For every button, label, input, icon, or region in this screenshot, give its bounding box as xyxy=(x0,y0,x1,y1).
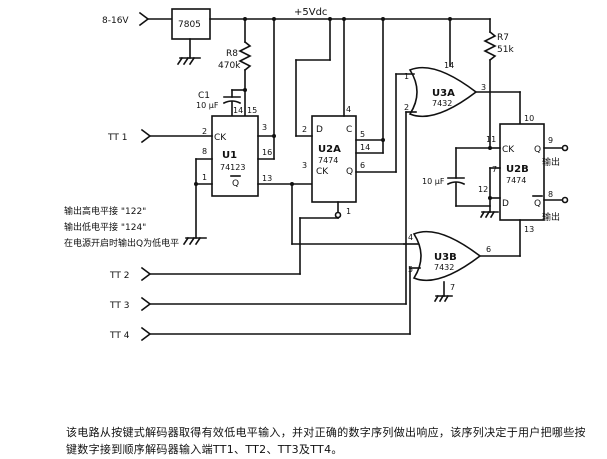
svg-text:6: 6 xyxy=(360,161,365,170)
svg-text:5: 5 xyxy=(360,130,365,139)
svg-text:14: 14 xyxy=(360,143,370,152)
u3b-part: 7432 xyxy=(434,263,454,272)
svg-text:13: 13 xyxy=(262,174,272,183)
tt3-label: TT 3 xyxy=(109,301,129,311)
svg-text:8: 8 xyxy=(202,147,207,156)
svg-text:2: 2 xyxy=(404,103,409,112)
u1-name: U1 xyxy=(222,150,237,161)
u2b-name: U2B xyxy=(506,164,529,175)
input-tt2: TT 2 xyxy=(109,217,339,282)
r8-value: 470k xyxy=(218,61,241,71)
c1-value: 10 µF xyxy=(196,101,219,110)
svg-text:6: 6 xyxy=(486,245,491,254)
note-line-1: 输出高电平接 "122" xyxy=(64,205,146,217)
r8-name: R8 xyxy=(226,49,238,59)
ground-symbol-u2b xyxy=(479,210,499,219)
svg-text:1: 1 xyxy=(346,207,351,216)
note-line-2: 输出低电平接 "124" xyxy=(64,221,146,233)
regulator-7805: 7805 xyxy=(171,8,211,66)
output-qbar-label: 输出 xyxy=(542,211,560,223)
tt2-label: TT 2 xyxy=(109,271,129,281)
svg-text:7: 7 xyxy=(450,283,455,292)
svg-text:1: 1 xyxy=(404,72,409,81)
caption-text: 该电路从按键式解码器取得有效低电平输入，并对正确的数字序列做出响应，该序列决定于… xyxy=(66,426,586,456)
output-q: 输出 xyxy=(542,144,569,168)
c-u2b-value: 10 µF xyxy=(422,177,445,186)
input-tt4: TT 4 xyxy=(109,326,411,342)
svg-text:9: 9 xyxy=(548,136,553,145)
svg-text:2: 2 xyxy=(302,125,307,134)
svg-text:4: 4 xyxy=(346,105,351,114)
gate-u3b: U3B 7432 4 5 6 7 xyxy=(408,230,491,292)
u3a-name: U3A xyxy=(432,88,455,99)
chip-u1: U1 74123 CK Q 14 15 2 3 8 16 1 13 xyxy=(202,106,272,197)
svg-text:3: 3 xyxy=(262,123,267,132)
ground-symbol-u3b xyxy=(433,294,453,303)
svg-text:13: 13 xyxy=(524,225,534,234)
svg-text:10: 10 xyxy=(524,114,534,123)
output-qbar: 输出 xyxy=(542,196,569,223)
r7-value: 51k xyxy=(497,45,514,55)
regulator-label: 7805 xyxy=(178,20,201,30)
capacitor-u2b: 10 µF xyxy=(422,147,491,207)
u3a-part: 7432 xyxy=(432,99,452,108)
svg-text:3: 3 xyxy=(481,83,486,92)
note-line-3: 在电源开启时输出Q为低电平 xyxy=(64,237,179,249)
u2b-part: 7474 xyxy=(506,176,526,185)
u2b-q-label: Q xyxy=(534,145,541,155)
u2a-c-label: C xyxy=(346,125,352,135)
svg-text:1: 1 xyxy=(202,173,207,182)
u1-part: 74123 xyxy=(220,163,245,172)
u2b-ck-label: CK xyxy=(502,145,515,155)
output-q-label: 输出 xyxy=(542,156,560,168)
gate-u3a: U3A 7432 14 1 2 3 xyxy=(404,61,486,118)
resistor-r8: R8 470k xyxy=(218,18,252,91)
ground-symbol-regulator xyxy=(176,56,201,66)
capacitor-c1: C1 10 µF xyxy=(196,89,246,117)
u2b-qbar-label: Q xyxy=(534,199,541,209)
svg-text:4: 4 xyxy=(408,233,413,242)
svg-text:8: 8 xyxy=(548,190,553,199)
u2a-d-label: D xyxy=(316,125,323,135)
svg-text:16: 16 xyxy=(262,148,272,157)
input-tt3: TT 3 xyxy=(109,296,407,312)
tt1-label: TT 1 xyxy=(107,133,127,143)
u1-ck-label: CK xyxy=(214,133,227,143)
vcc-rail-label: +5Vdc xyxy=(294,7,327,18)
u2a-q-label: Q xyxy=(346,167,353,177)
resistor-r7: R7 51k xyxy=(483,18,514,149)
svg-text:12: 12 xyxy=(478,185,488,194)
ground-symbol-u1 xyxy=(182,236,207,246)
svg-text:2: 2 xyxy=(202,127,207,136)
chip-u2a: U2A 7474 D C CK Q 4 2 3 5 14 6 1 xyxy=(302,105,370,216)
u1-qbar-label: Q xyxy=(232,179,239,189)
input-tt1: TT 1 xyxy=(107,128,213,144)
u2a-name: U2A xyxy=(318,144,341,155)
tt4-label: TT 4 xyxy=(109,331,130,341)
svg-text:14: 14 xyxy=(444,61,454,70)
svg-text:15: 15 xyxy=(247,106,257,115)
u2b-d-label: D xyxy=(502,199,509,209)
supply-input-label: 8-16V xyxy=(102,16,129,26)
svg-text:7: 7 xyxy=(492,165,497,174)
u3b-name: U3B xyxy=(434,252,457,263)
supply-input-arrow xyxy=(138,11,150,27)
u2a-ck-label: CK xyxy=(316,167,329,177)
r7-name: R7 xyxy=(497,33,509,43)
notes: 输出高电平接 "122" 输出低电平接 "124" 在电源开启时输出Q为低电平 xyxy=(64,205,179,249)
chip-u2b: U2B 7474 CK D Q Q 10 11 7 12 9 8 13 xyxy=(478,114,553,234)
svg-text:11: 11 xyxy=(486,135,496,144)
svg-text:14: 14 xyxy=(233,106,243,115)
u2a-part: 7474 xyxy=(318,156,338,165)
c1-name: C1 xyxy=(198,91,210,101)
supply-input: 8-16V xyxy=(102,11,173,27)
svg-text:3: 3 xyxy=(302,161,307,170)
